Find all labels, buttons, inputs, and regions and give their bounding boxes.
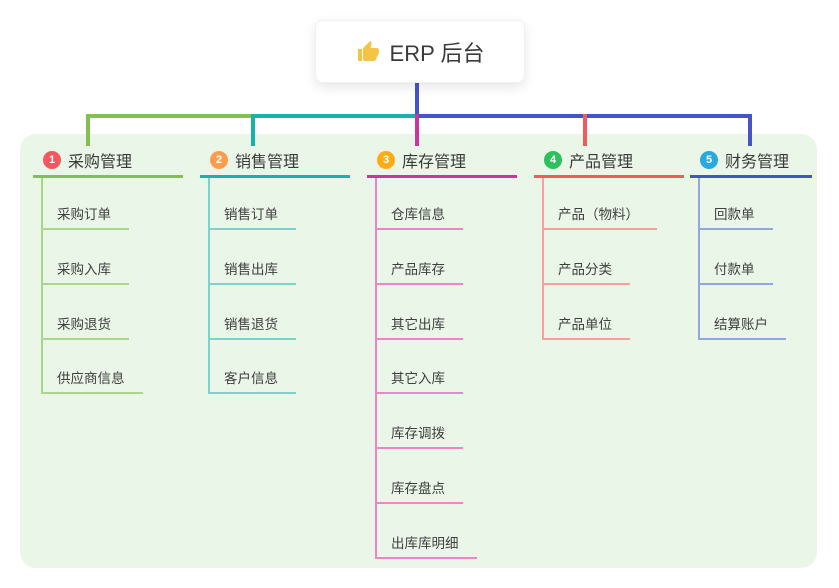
branch-connector-line bbox=[542, 178, 544, 340]
sub-item[interactable]: 产品单位 bbox=[542, 312, 630, 340]
root-node[interactable]: ERP 后台 bbox=[315, 20, 525, 83]
sub-item[interactable]: 仓库信息 bbox=[375, 202, 463, 230]
branch-index-badge: 3 bbox=[377, 151, 395, 169]
branch-connector-line bbox=[41, 178, 43, 395]
branch-connector-line bbox=[208, 178, 210, 395]
branch-title-product[interactable]: 4 产品管理 bbox=[534, 145, 684, 178]
connector-drop-inventory bbox=[415, 114, 419, 146]
sub-item[interactable]: 出库库明细 bbox=[375, 531, 477, 559]
sub-item[interactable]: 产品分类 bbox=[542, 257, 630, 285]
branch-purchase: 1 采购管理 采购订单采购入库采购退货供应商信息 bbox=[33, 145, 183, 395]
connector-root-drop bbox=[415, 82, 419, 118]
sub-item[interactable]: 产品（物料） bbox=[542, 202, 657, 230]
branch-title-label: 销售管理 bbox=[235, 154, 300, 171]
branch-title-label: 库存管理 bbox=[402, 154, 467, 171]
sub-item[interactable]: 其它出库 bbox=[375, 312, 463, 340]
branch-title-label: 财务管理 bbox=[725, 154, 790, 171]
connector-drop-sales bbox=[251, 114, 255, 146]
sub-item[interactable]: 产品库存 bbox=[375, 257, 463, 285]
sub-item[interactable]: 客户信息 bbox=[208, 366, 296, 395]
branch-index-badge: 5 bbox=[700, 151, 718, 169]
connector-horizontal-green bbox=[86, 114, 255, 118]
branch-index-badge: 2 bbox=[210, 151, 228, 169]
connector-drop-purchase bbox=[86, 114, 90, 146]
connector-horizontal-teal bbox=[253, 114, 419, 118]
connector-drop-product bbox=[583, 114, 587, 146]
branch-title-sales[interactable]: 2 销售管理 bbox=[200, 145, 350, 178]
branch-title-label: 产品管理 bbox=[569, 154, 634, 171]
branch-connector-line bbox=[698, 178, 700, 340]
branch-product: 4 产品管理 产品（物料） 产品分类产品单位 bbox=[534, 145, 684, 340]
branch-title-purchase[interactable]: 1 采购管理 bbox=[33, 145, 183, 178]
branch-title-label: 采购管理 bbox=[68, 154, 133, 171]
sub-item[interactable]: 采购订单 bbox=[41, 202, 129, 230]
sub-item[interactable]: 采购入库 bbox=[41, 257, 129, 285]
branch-sales: 2 销售管理 销售订单销售出库销售退货客户信息 bbox=[200, 145, 350, 395]
sub-item[interactable]: 供应商信息 bbox=[41, 366, 143, 395]
branches-panel bbox=[20, 134, 817, 568]
thumbs-up-icon bbox=[356, 40, 380, 64]
branch-index-badge: 4 bbox=[544, 151, 562, 169]
branch-inventory: 3 库存管理 仓库信息产品库存其它出库其它入库库存调拨库存盘点出库库明细 bbox=[367, 145, 517, 559]
branch-connector-line bbox=[375, 178, 377, 559]
sub-item[interactable]: 其它入库 bbox=[375, 366, 463, 395]
branch-index-badge: 1 bbox=[43, 151, 61, 169]
sub-item[interactable]: 库存调拨 bbox=[375, 421, 463, 450]
sub-item[interactable]: 结算账户 bbox=[698, 312, 786, 340]
sub-item[interactable]: 销售退货 bbox=[208, 312, 296, 340]
sub-item[interactable]: 销售订单 bbox=[208, 202, 296, 230]
sub-item[interactable]: 销售出库 bbox=[208, 257, 296, 285]
branch-title-finance[interactable]: 5 财务管理 bbox=[690, 145, 812, 178]
sub-item[interactable]: 库存盘点 bbox=[375, 476, 463, 504]
branch-title-inventory[interactable]: 3 库存管理 bbox=[367, 145, 517, 178]
sub-item[interactable]: 回款单 bbox=[698, 202, 773, 230]
connector-drop-finance bbox=[748, 114, 752, 146]
sub-item[interactable]: 采购退货 bbox=[41, 312, 129, 340]
root-label: ERP 后台 bbox=[389, 40, 485, 66]
sub-item[interactable]: 付款单 bbox=[698, 257, 773, 285]
branch-finance: 5 财务管理 回款单付款单结算账户 bbox=[690, 145, 812, 340]
